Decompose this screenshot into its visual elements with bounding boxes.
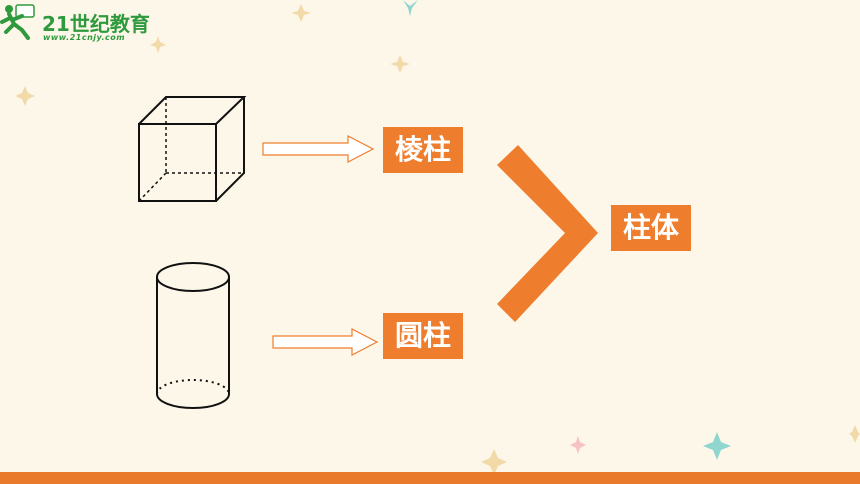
cube-icon	[138, 96, 247, 202]
logo-url: www.21cnjy.com	[43, 33, 126, 42]
cylinder-icon	[156, 262, 230, 409]
arrow-right-icon	[262, 135, 375, 163]
star-icon	[570, 436, 586, 454]
star-icon	[291, 4, 311, 22]
column-label: 柱体	[611, 205, 691, 251]
star-icon	[150, 36, 166, 53]
star-icon	[481, 449, 507, 475]
star-icon	[703, 432, 731, 460]
chevron-right-icon	[497, 145, 598, 322]
logo: 21世纪教育 www.21cnjy.com	[0, 0, 175, 46]
star-icon	[390, 55, 410, 73]
bottom-bar	[0, 472, 860, 484]
star-icon	[15, 86, 35, 106]
star-icon	[849, 425, 860, 443]
cylinder-label: 圆柱	[383, 313, 463, 359]
prism-label: 棱柱	[383, 127, 463, 173]
star-icon	[403, 0, 418, 16]
runner-logo-icon	[0, 4, 35, 40]
arrow-right-icon	[272, 328, 379, 356]
logo-title: 21世纪教育	[42, 12, 150, 36]
